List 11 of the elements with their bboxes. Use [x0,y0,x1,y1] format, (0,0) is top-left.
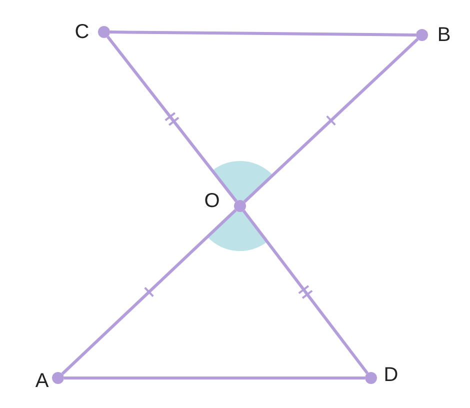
point-label: C [74,22,90,42]
line-segment [64,376,365,380]
point-label: B [437,25,451,45]
line-segment [110,30,416,36]
point-label: A [35,371,49,391]
point-label: O [204,191,220,211]
line-segment [106,36,238,202]
point-label: D [384,365,398,385]
line-segment [61,209,237,375]
line-segment [243,38,419,203]
line-segment [242,210,369,374]
